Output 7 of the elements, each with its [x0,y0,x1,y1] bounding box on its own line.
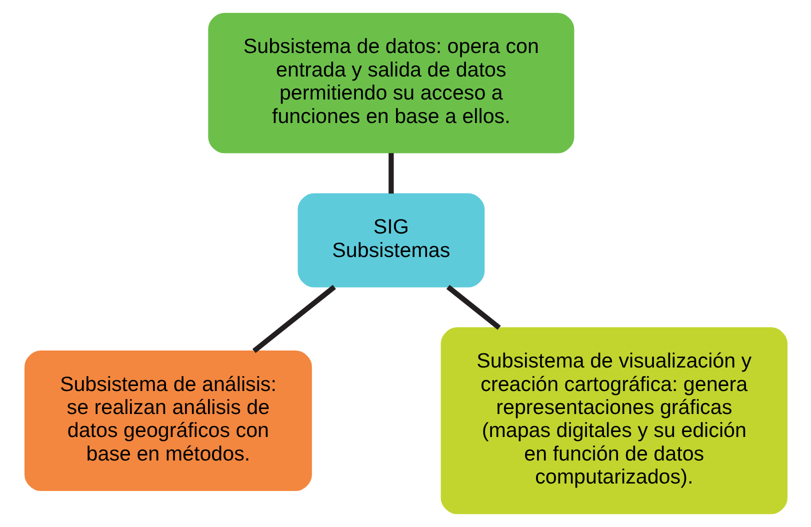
node-box: SIG Subsistemas [297,193,484,288]
connector [388,153,394,194]
connector [446,284,500,330]
node-box: Subsistema de datos: opera con entrada y salida de datos permitiendo su acceso a funciones en base a ellos. [208,12,574,154]
node-box: Subsistema de visualización y creación cartográfica: genera representaciones gráficas (mapas digitales y su edición en función de datos computarizados). [440,327,787,514]
connector [252,284,336,354]
node-box: Subsistema de análisis: se realizan análisis de datos geográficos con base en métodos. [24,350,312,491]
